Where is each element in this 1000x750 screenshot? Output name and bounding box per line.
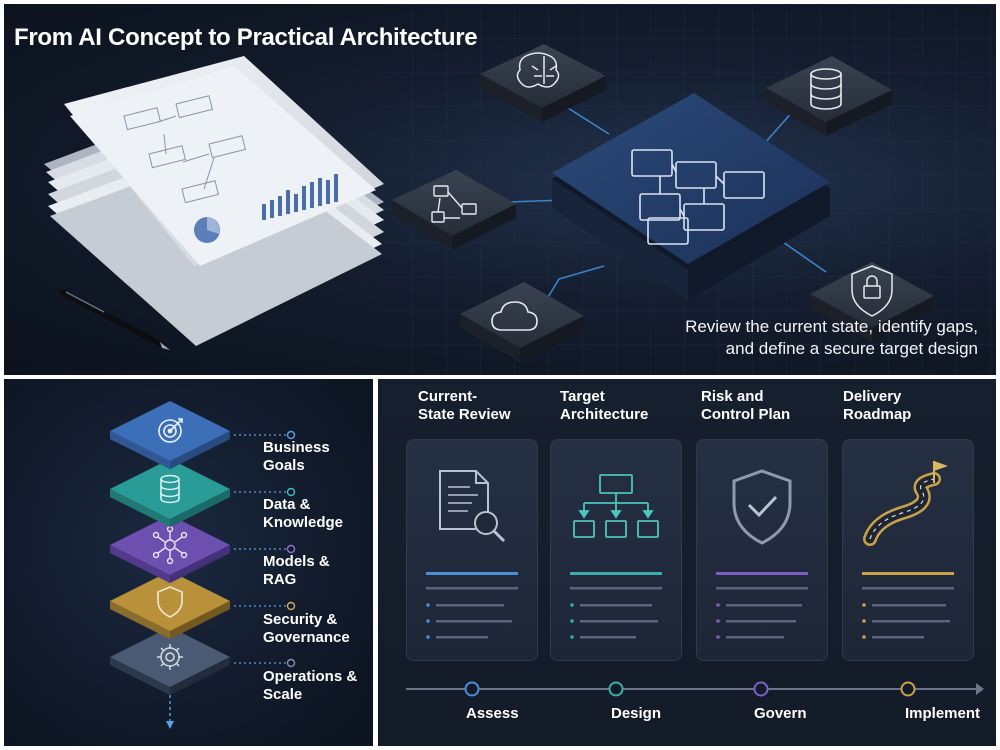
layer-label-data-knowledge: Data & Knowledge xyxy=(263,496,343,532)
column-title-line: Risk and xyxy=(701,388,764,405)
column-title-line: Target xyxy=(560,388,605,405)
column-title-current-state: Current- State Review xyxy=(418,388,511,424)
shield-lock-icon xyxy=(851,265,893,317)
workflow-icon xyxy=(431,185,477,223)
hero-caption-line-1: Review the current state, identify gaps, xyxy=(685,317,978,336)
pen-illustration xyxy=(59,289,170,350)
layer-label-line: Goals xyxy=(263,457,305,474)
column-title-target-architecture: Target Architecture xyxy=(560,388,648,424)
column-title-risk-control: Risk and Control Plan xyxy=(701,388,790,424)
roadmap-panel: Current- State Review Target Architectur… xyxy=(378,379,996,746)
card-delivery-roadmap xyxy=(842,439,974,661)
hero-panel: From AI Concept to Practical Architectur… xyxy=(4,4,996,375)
target-icon xyxy=(158,418,183,443)
layer-label-security-governance: Security & Governance xyxy=(263,611,350,647)
brain-icon xyxy=(516,52,560,88)
stage-label-assess: Assess xyxy=(466,705,519,722)
network-icon xyxy=(152,525,188,565)
hero-illustration xyxy=(44,4,996,375)
layer-label-operations-scale: Operations & Scale xyxy=(263,668,357,704)
stage-label-govern: Govern xyxy=(754,705,807,722)
layer-business-goals xyxy=(110,401,230,469)
layer-label-line: Models & xyxy=(263,553,330,570)
layer-label-line: Operations & xyxy=(263,668,358,685)
layer-label-line: Knowledge xyxy=(263,514,344,531)
layer-operations xyxy=(110,627,230,695)
column-title-delivery-roadmap: Delivery Roadmap xyxy=(843,388,911,424)
hero-caption: Review the current state, identify gaps,… xyxy=(558,316,978,360)
workflow-tile xyxy=(392,170,516,250)
timeline xyxy=(406,681,984,697)
shield-icon xyxy=(157,586,183,618)
gear-icon xyxy=(157,644,183,670)
column-title-line: Architecture xyxy=(560,406,649,423)
layer-label-line: Data & xyxy=(263,496,311,513)
card-risk-control xyxy=(696,439,828,661)
layer-data xyxy=(110,459,230,527)
layer-stack-illustration xyxy=(110,401,296,729)
cloud-icon xyxy=(491,301,538,331)
document-stack-illustration xyxy=(44,56,384,350)
layer-label-line: Security & xyxy=(263,611,338,628)
card-target-architecture xyxy=(550,439,682,661)
database-tile xyxy=(766,56,892,136)
layer-label-line: RAG xyxy=(263,571,297,588)
column-title-line: Roadmap xyxy=(843,406,912,423)
column-title-line: Control Plan xyxy=(701,406,791,423)
layer-security xyxy=(110,571,230,639)
layer-label-line: Business xyxy=(263,439,330,456)
hero-caption-line-2: and define a secure target design xyxy=(725,339,978,358)
layer-label-line: Governance xyxy=(263,629,350,646)
layer-label-models-rag: Models & RAG xyxy=(263,553,330,589)
architecture-hub-tile xyxy=(552,93,830,300)
column-title-line: Current- xyxy=(418,388,478,405)
architecture-stack-panel: Business Goals Data & Knowledge Models &… xyxy=(4,379,373,746)
card-current-state xyxy=(406,439,538,661)
layer-label-line: Scale xyxy=(263,686,303,703)
stage-label-implement: Implement xyxy=(905,705,981,722)
layer-label-business-goals: Business Goals xyxy=(263,439,330,475)
database-icon xyxy=(160,474,180,504)
column-title-line: Delivery xyxy=(843,388,902,405)
database-icon xyxy=(810,68,842,110)
lock-tile xyxy=(810,262,934,342)
label-connectors xyxy=(234,434,288,664)
brain-tile xyxy=(480,44,606,122)
column-title-line: State Review xyxy=(418,406,511,423)
flowchart-icon xyxy=(631,149,765,245)
cloud-tile xyxy=(460,282,584,362)
page-title: From AI Concept to Practical Architectur… xyxy=(14,24,478,51)
layer-models xyxy=(110,515,230,583)
stage-label-design: Design xyxy=(611,705,662,722)
